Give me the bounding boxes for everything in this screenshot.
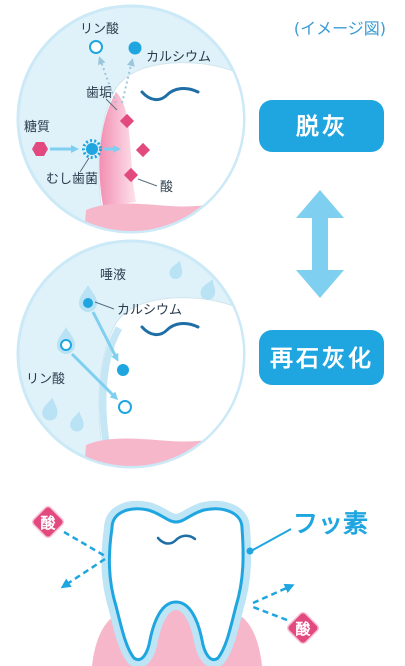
calcium-icon (128, 41, 142, 55)
acid-badge-label: 酸 (295, 620, 311, 638)
phosphate-icon (60, 339, 72, 351)
fluoride-scene: フッ素 酸 酸 (31, 500, 368, 666)
leader-line (250, 528, 292, 552)
acid-deflect-arrow-icon (60, 557, 106, 589)
label-calcium: カルシウム (117, 303, 182, 318)
caption: (イメージ図) (294, 19, 386, 38)
remineralization-box-bg (259, 330, 384, 385)
release-arrow-icon (121, 58, 135, 104)
tooth-crown-line (140, 321, 200, 336)
leader-line (94, 301, 115, 310)
calcium-icon (83, 298, 93, 308)
calcium-icon (117, 364, 129, 376)
tooth-crown-line (140, 86, 200, 101)
leader-line (105, 98, 118, 111)
pointer-dot-icon (246, 547, 254, 555)
label-acid: 酸 (160, 180, 173, 195)
tooth-illustration (107, 507, 245, 661)
tooth-illustration (98, 62, 243, 216)
demineralization-box: 脱灰 (259, 100, 384, 152)
leader-line (137, 178, 158, 187)
demineralization-box-bg (259, 100, 384, 152)
tooth-illustration (98, 297, 243, 451)
acid-diamond-icon (31, 505, 65, 539)
remineralization-scene: 唾液 カルシウム リン酸 (16, 239, 246, 469)
acid-badge: 酸 (31, 505, 65, 539)
phosphate-icon (118, 400, 132, 414)
label-bacteria: むし歯菌 (46, 172, 98, 187)
fluoride-label: フッ素 (293, 509, 368, 538)
label-plaque: 歯垢 (86, 86, 112, 101)
demineralization-title: 脱灰 (296, 113, 348, 140)
acid-badge: 酸 (286, 611, 320, 645)
phosphate-icon (89, 40, 103, 54)
acid-badge-label: 酸 (40, 514, 56, 532)
label-sugar: 糖質 (24, 119, 50, 135)
acid-approach-arrow-icon (252, 605, 288, 622)
label-phosphate: リン酸 (26, 372, 65, 387)
sugar-hexagon-icon (32, 142, 48, 156)
flow-arrow-icon (91, 311, 119, 362)
bidirectional-arrow-icon (296, 190, 344, 298)
acid-diamond-icon (286, 611, 320, 645)
flow-arrow-icon (70, 352, 119, 401)
label-phosphate: リン酸 (80, 22, 119, 37)
label-saliva: 唾液 (100, 268, 126, 283)
enamel-band (99, 326, 123, 443)
demineralization-scene: リン酸 カルシウム 歯垢 糖質 むし歯菌 酸 (16, 4, 246, 234)
remineralization-box: 再石灰化 (259, 330, 384, 385)
label-calcium: カルシウム (146, 50, 211, 65)
remineralization-title: 再石灰化 (270, 345, 374, 372)
acid-approach-arrow-icon (63, 530, 106, 558)
leader-line (79, 157, 90, 173)
tooth-crown-line (156, 534, 197, 545)
bacteria-icon (82, 139, 102, 159)
acid-deflect-arrow-icon (252, 583, 295, 605)
